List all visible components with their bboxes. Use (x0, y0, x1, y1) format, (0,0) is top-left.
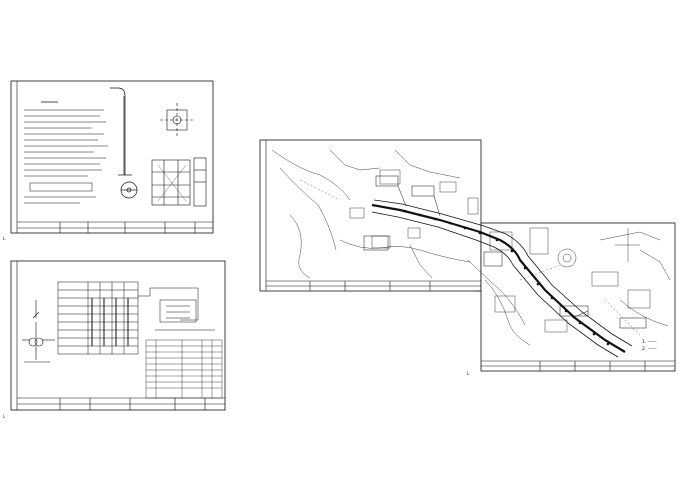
sheet-right-corner-mark: L (467, 371, 470, 376)
sheet-bottom-left-border (10, 260, 226, 411)
sheet-top-left-corner-mark: L (3, 236, 6, 241)
route-legend-line-1: 1. —— (642, 339, 657, 345)
sheet-top-left (10, 80, 214, 234)
terrain-lines (271, 149, 671, 346)
sheet-right-upper-border (259, 139, 482, 292)
lamp-pole-elevation (110, 87, 138, 199)
pole-base-plan (160, 103, 194, 137)
route-dimension-lines (299, 179, 641, 336)
road-route (371, 199, 633, 358)
sheet-bottom-left (10, 260, 226, 411)
single-line-symbols (22, 300, 55, 363)
sheet-right (259, 139, 676, 372)
route-annotation-tags (363, 175, 647, 329)
equipment-table (145, 339, 223, 399)
sheet-right-lower-border (480, 222, 676, 372)
control-wiring (138, 287, 215, 331)
route-legend-line-2: 2. —— (642, 346, 657, 352)
sheet-bottom-left-corner-mark: L (3, 414, 6, 419)
distribution-board-table (57, 281, 139, 355)
route-pole-markers (403, 209, 610, 346)
sheet-top-left-notes (24, 101, 108, 204)
sheet-top-left-border (10, 80, 214, 234)
foundation-section (151, 157, 207, 207)
